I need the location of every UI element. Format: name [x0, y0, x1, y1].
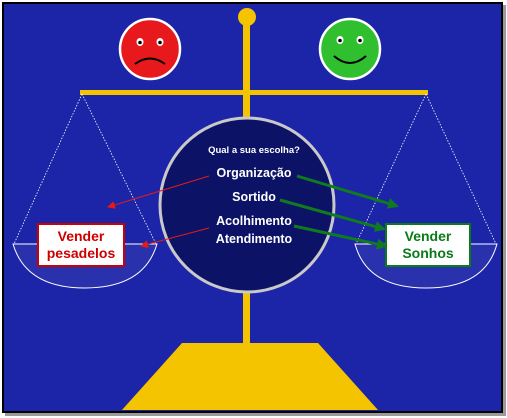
red-arrow	[107, 175, 210, 209]
left-box-line2: pesadelos	[46, 245, 116, 261]
sad-face-icon	[118, 17, 182, 81]
vender-pesadelos-box: Vender pesadelos	[37, 223, 125, 267]
left-box-line1: Vender	[57, 228, 105, 244]
choice-circle	[158, 116, 336, 294]
right-box-line1: Vender	[404, 228, 452, 244]
right-pan-string	[425, 93, 497, 245]
scale-base	[122, 343, 378, 410]
option-atendimento: Atendimento	[215, 232, 293, 246]
green-arrow	[293, 224, 388, 250]
option-organizacao: Organização	[216, 166, 292, 180]
option-acolhimento: Acolhimento	[216, 214, 292, 228]
green-arrow	[296, 174, 399, 209]
right-pan-string	[355, 93, 427, 245]
vender-sonhos-box: Vender Sonhos	[385, 223, 471, 267]
option-sortido: Sortido	[232, 190, 276, 204]
happy-face-icon	[318, 17, 382, 81]
scale-beam	[80, 90, 428, 95]
right-box-line2: Sonhos	[402, 245, 454, 261]
diagram-frame: Qual a sua escolha? Organização Sortido …	[2, 2, 503, 413]
scale-knob	[238, 8, 256, 26]
question-text: Qual a sua escolha?	[208, 145, 300, 156]
scale-drawing	[12, 8, 498, 410]
left-pan-string	[13, 93, 83, 245]
green-arrow	[279, 198, 386, 232]
red-arrow	[140, 227, 210, 249]
left-pan-string	[81, 93, 157, 245]
